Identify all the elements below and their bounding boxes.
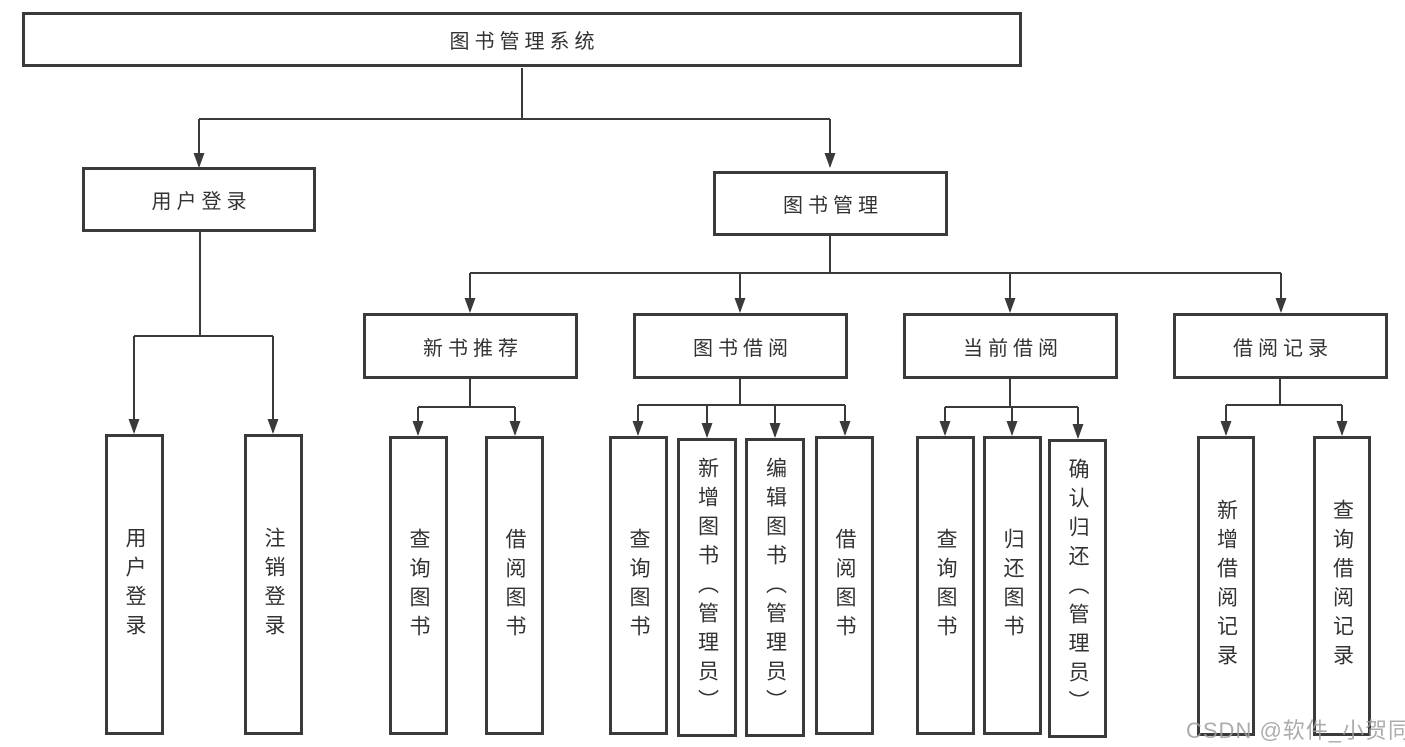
node-user-login: 用户登录 [82, 167, 316, 232]
node-label: 借阅记录 [1233, 337, 1333, 360]
node-borrow-records: 借阅记录 [1173, 313, 1388, 379]
node-label: 借阅图书 [833, 527, 856, 644]
node-label: 注销登录 [262, 526, 285, 643]
node-label: 编辑图书（管理员） [763, 457, 787, 718]
node-label: 确认归还（管理员） [1066, 458, 1089, 719]
leaf-nb-query-book: 查询图书 [389, 436, 448, 735]
leaf-br-add-record: 新增借阅记录 [1197, 436, 1255, 736]
node-label: 图书管理 [783, 195, 883, 217]
node-label: 查询图书 [934, 527, 957, 644]
node-label: 新增图书（管理员） [695, 457, 719, 718]
node-label: 用户登录 [151, 191, 252, 213]
node-label: 图书借阅 [693, 337, 793, 360]
leaf-cb-confirm-return-admin: 确认归还（管理员） [1048, 439, 1107, 738]
node-book-borrow: 图书借阅 [633, 313, 848, 379]
leaf-nb-borrow-book: 借阅图书 [485, 436, 544, 735]
node-root: 图书管理系统 [22, 12, 1022, 67]
leaf-bb-query-book: 查询图书 [609, 436, 668, 735]
node-label: 当前借阅 [963, 337, 1063, 360]
node-label: 用户登录 [123, 526, 146, 643]
node-label: 图书管理系统 [449, 31, 600, 53]
node-book-management: 图书管理 [713, 171, 948, 236]
leaf-logout-login: 注销登录 [244, 434, 303, 735]
node-label: 借阅图书 [503, 527, 526, 644]
leaf-br-query-record: 查询借阅记录 [1313, 436, 1371, 736]
leaf-bb-borrow-book: 借阅图书 [815, 436, 874, 735]
node-current-borrow: 当前借阅 [903, 313, 1118, 379]
node-label: 归还图书 [1001, 527, 1024, 644]
leaf-bb-edit-book-admin: 编辑图书（管理员） [745, 438, 805, 737]
node-label: 新书推荐 [423, 337, 523, 360]
leaf-cb-return-book: 归还图书 [983, 436, 1042, 735]
leaf-user-login: 用户登录 [105, 434, 164, 735]
node-label: 查询图书 [627, 527, 650, 644]
leaf-cb-query-book: 查询图书 [916, 436, 975, 735]
node-label: 新增借阅记录 [1214, 499, 1238, 673]
node-label: 查询图书 [407, 527, 430, 644]
leaf-bb-add-book-admin: 新增图书（管理员） [677, 438, 737, 737]
node-label: 查询借阅记录 [1330, 499, 1354, 673]
node-new-book-recommend: 新书推荐 [363, 313, 578, 379]
